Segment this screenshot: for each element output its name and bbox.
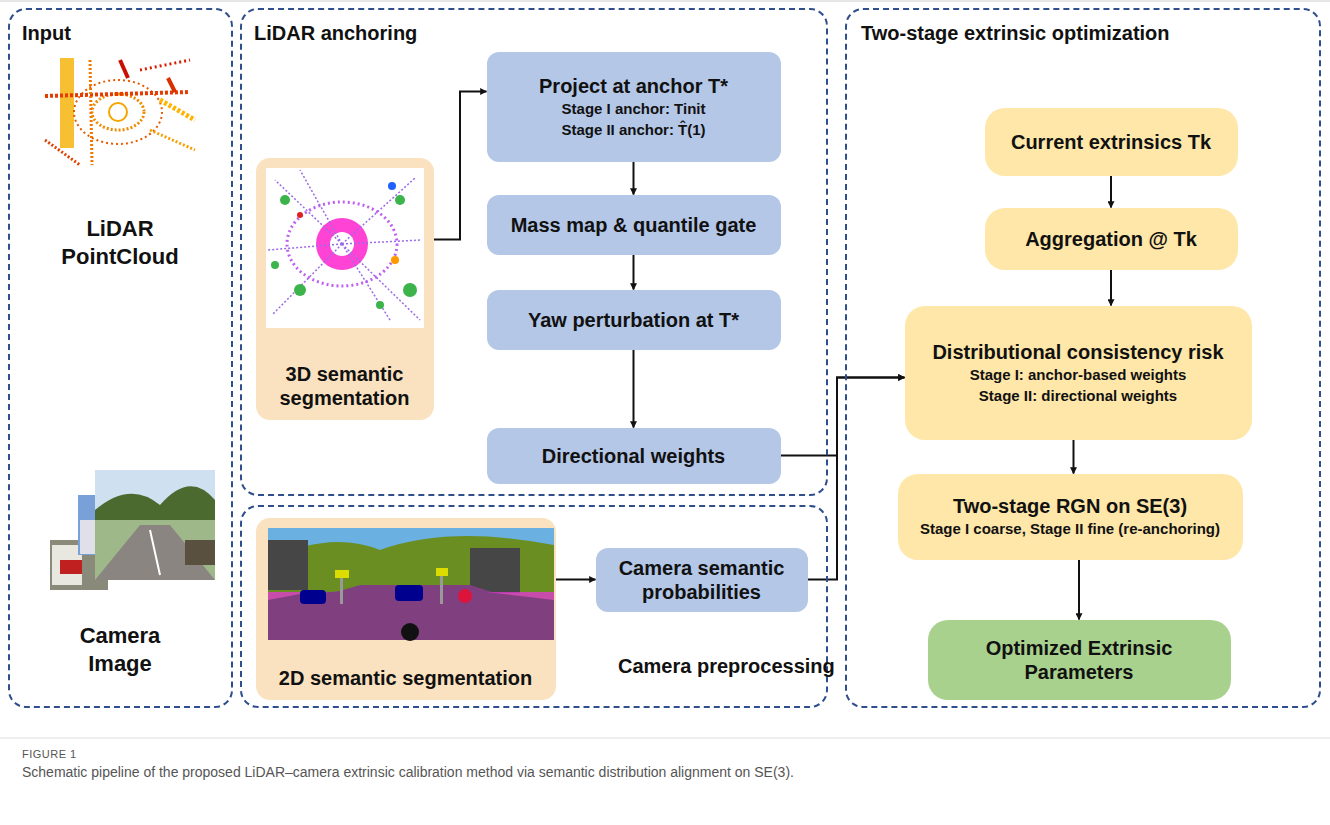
box-title: Camera semantic probabilities bbox=[608, 556, 796, 604]
process-box: Mass map & quantile gate bbox=[487, 195, 781, 255]
input-label: Camera Image bbox=[50, 622, 190, 677]
panel-title: Camera preprocessing bbox=[618, 655, 835, 678]
box-title: Optimized Extrinsic Parameters bbox=[940, 636, 1219, 684]
flow-arrow bbox=[633, 255, 635, 290]
box-detail: Stage I anchor: Tinit bbox=[562, 100, 706, 119]
flow-arrow bbox=[1110, 176, 1112, 208]
caption-block: FIGURE 1 Schematic pipeline of the propos… bbox=[22, 748, 1312, 780]
optimization-panel: Two-stage extrinsic optimizationCurrent … bbox=[845, 8, 1321, 708]
input-label: LiDAR PointCloud bbox=[50, 215, 190, 270]
box-title: Two-stage RGN on SE(3) bbox=[953, 494, 1187, 518]
box-title: Distributional consistency risk bbox=[932, 340, 1223, 364]
process-box: Yaw perturbation at T* bbox=[487, 290, 781, 350]
box-title: Mass map & quantile gate bbox=[511, 213, 757, 237]
point-cloud-figure bbox=[45, 58, 195, 165]
caption-rule bbox=[0, 738, 1330, 739]
semantic-pointcloud-figure bbox=[266, 168, 424, 328]
process-box: Two-stage RGN on SE(3) Stage I coarse, St… bbox=[898, 474, 1243, 560]
camera-image-figure bbox=[50, 470, 215, 590]
frame-line bbox=[0, 1, 1330, 2]
flow-arrow bbox=[1078, 560, 1080, 620]
process-box: Directional weights bbox=[487, 428, 781, 484]
box-detail: Stage I: anchor-based weights bbox=[970, 366, 1187, 385]
process-box: Project at anchor T* Stage I anchor: Tini… bbox=[487, 52, 781, 162]
flow-arrow bbox=[781, 378, 905, 456]
flow-arrow bbox=[1073, 440, 1075, 474]
box-title: Yaw perturbation at T* bbox=[528, 308, 739, 332]
process-box: Aggregation @ Tk bbox=[985, 208, 1238, 270]
process-box: Distributional consistency riskStage I: … bbox=[905, 306, 1252, 440]
figure-label: FIGURE 1 bbox=[22, 748, 1312, 760]
figure-caption: Schematic pipeline of the proposed LiDAR… bbox=[22, 764, 1312, 780]
camera-panel: Camera preprocessing2D semantic segmenta… bbox=[240, 505, 828, 708]
box-title: Directional weights bbox=[542, 444, 725, 468]
box-title: 2D semantic segmentation bbox=[279, 666, 532, 690]
flow-arrow bbox=[434, 92, 487, 240]
panel-title: LiDAR anchoring bbox=[254, 22, 417, 45]
output-box: Optimized Extrinsic Parameters bbox=[928, 620, 1231, 700]
segmentation-box: 2D semantic segmentation bbox=[256, 518, 556, 700]
process-box: Camera semantic probabilities bbox=[596, 548, 808, 612]
semantic-image-figure bbox=[268, 528, 554, 641]
input-panel: InputLiDAR PointCloudCamera Image bbox=[8, 8, 233, 708]
panel-title: Two-stage extrinsic optimization bbox=[861, 22, 1170, 45]
box-detail: Stage II: directional weights bbox=[979, 387, 1177, 406]
box-detail: Stage II anchor: T̂(1) bbox=[561, 121, 705, 140]
box-title: Current extrinsics Tk bbox=[1011, 130, 1211, 154]
box-detail: Stage I coarse, Stage II fine (re-anchor… bbox=[920, 520, 1220, 539]
flow-arrow bbox=[556, 579, 596, 581]
box-title: 3D semantic segmentation bbox=[268, 362, 422, 410]
segmentation-box: 3D semantic segmentation bbox=[256, 158, 434, 420]
flow-arrow bbox=[633, 162, 635, 195]
flow-arrow bbox=[808, 378, 905, 580]
flow-arrow bbox=[1110, 270, 1112, 306]
process-box: Current extrinsics Tk bbox=[985, 108, 1238, 176]
box-title: Aggregation @ Tk bbox=[1025, 227, 1197, 251]
panel-title: Input bbox=[22, 22, 71, 45]
lidar-panel: LiDAR anchoring 3D semantic segmentation P… bbox=[240, 8, 828, 496]
flow-arrow bbox=[633, 350, 635, 428]
box-title: Project at anchor T* bbox=[539, 74, 728, 98]
